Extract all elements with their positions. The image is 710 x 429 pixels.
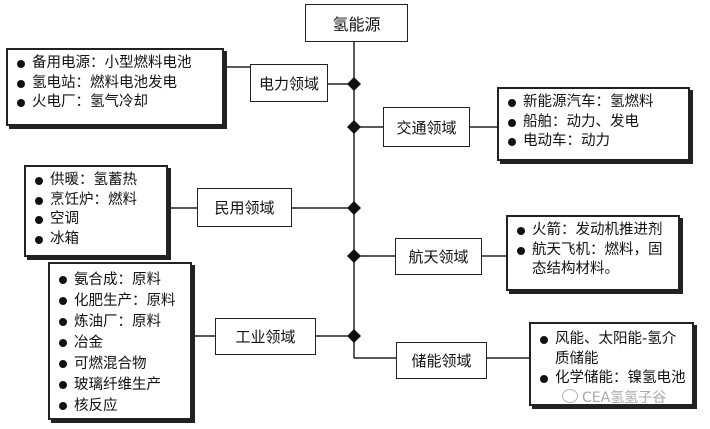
aerospace-item: 火箭：发动机推进剂	[516, 221, 670, 241]
traffic-label: 交通领域	[396, 118, 457, 137]
industry-detail-box: 氨合成：原料 化肥生产：原料 炼油厂：原料 冶金 可燃混合物 玻璃纤维生产 核反…	[48, 262, 192, 420]
traffic-junction-diamond	[347, 120, 361, 134]
traffic-node: 交通领域	[383, 107, 470, 147]
electric-item: 备用电源：小型燃料电池	[16, 54, 214, 74]
industry-item: 玻璃纤维生产	[58, 375, 182, 396]
electric-junction-diamond	[347, 77, 361, 91]
root-label: 氢能源	[332, 15, 381, 34]
civil-item: 冰箱	[34, 230, 158, 250]
civil-item: 供暖：氢蓄热	[34, 171, 158, 191]
industry-item: 氨合成：原料	[58, 270, 182, 291]
civil-detail-box: 供暖：氢蓄热 烹饪炉：燃料 空调 冰箱	[24, 165, 168, 257]
aerospace-label: 航天领域	[408, 248, 469, 266]
wechat-icon	[562, 389, 578, 403]
storage-item: 化学储能：镍氢电池	[539, 369, 686, 389]
industry-item: 核反应	[58, 396, 182, 417]
electric-item: 火电厂：氢气冷却	[16, 93, 214, 113]
civil-node: 民用领域	[197, 188, 292, 227]
root-node: 氢能源	[305, 4, 408, 42]
industry-label: 工业领域	[235, 328, 296, 346]
storage-label: 储能领域	[411, 352, 472, 370]
watermark: CEA氢氢子谷	[562, 387, 666, 407]
industry-junction-diamond	[347, 329, 361, 343]
traffic-item: 船舶：动力、发电	[507, 113, 680, 133]
civil-item: 空调	[34, 210, 158, 230]
storage-node: 储能领域	[396, 342, 487, 379]
industry-node: 工业领域	[215, 318, 316, 355]
electric-item: 氢电站：燃料电池发电	[16, 74, 214, 94]
aerospace-detail-box: 火箭：发动机推进剂 航天飞机：燃料，固态结构材料。	[506, 215, 680, 291]
aerospace-node: 航天领域	[395, 238, 482, 275]
electric-node: 电力领域	[250, 64, 328, 102]
industry-item: 冶金	[58, 333, 182, 354]
civil-label: 民用领域	[214, 199, 275, 217]
civil-item: 烹饪炉：燃料	[34, 191, 158, 211]
civil-junction-diamond	[347, 201, 361, 215]
industry-item: 化肥生产：原料	[58, 291, 182, 312]
industry-item: 炼油厂：原料	[58, 312, 182, 333]
storage-item: 风能、太阳能-氢介质储能	[539, 330, 684, 369]
traffic-item: 新能源汽车：氢燃料	[507, 93, 680, 113]
storage-detail-box: 风能、太阳能-氢介质储能 化学储能：镍氢电池	[529, 322, 694, 406]
traffic-detail-box: 新能源汽车：氢燃料 船舶：动力、发电 电动车：动力	[497, 87, 690, 161]
watermark-text: CEA氢氢子谷	[582, 390, 667, 406]
electric-label: 电力领域	[258, 74, 319, 93]
aerospace-junction-diamond	[347, 249, 361, 263]
electric-detail-box: 备用电源：小型燃料电池 氢电站：燃料电池发电 火电厂：氢气冷却	[6, 48, 224, 126]
traffic-item: 电动车：动力	[507, 132, 680, 152]
industry-item: 可燃混合物	[58, 354, 182, 375]
aerospace-item: 航天飞机：燃料，固态结构材料。	[516, 241, 670, 280]
